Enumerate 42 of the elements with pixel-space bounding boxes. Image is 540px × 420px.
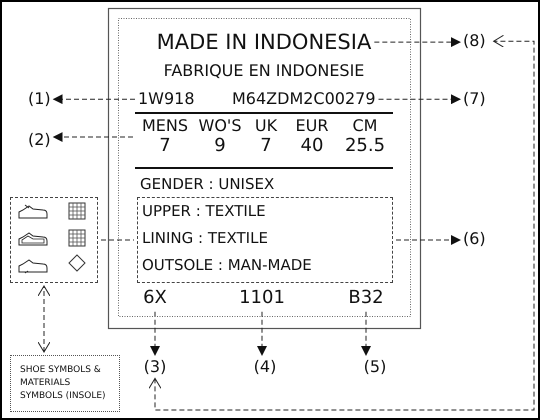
arrow	[148, 34, 534, 410]
symbols-box	[10, 197, 98, 283]
material-row-text: UPPER : TEXTILE	[141, 201, 267, 222]
arrow	[257, 311, 267, 356]
callout-number: (4)	[254, 358, 276, 376]
size-value: 7	[159, 136, 171, 158]
arrow	[361, 311, 371, 356]
callout-number: (6)	[463, 230, 486, 248]
callout-number: (2)	[28, 131, 51, 150]
code-text: 6X	[143, 288, 167, 309]
size-value: 7	[260, 136, 272, 158]
callout-number: (3)	[144, 358, 166, 376]
arrow	[374, 37, 461, 48]
callout-number: (5)	[364, 358, 386, 376]
code-text: B32	[348, 288, 384, 309]
size-value: 9	[214, 136, 226, 158]
note-box: SHOE SYMBOLS & MATERIALS SYMBOLS (INSOLE)	[10, 355, 120, 412]
column-header: EUR	[296, 117, 328, 136]
size-value: 25.5	[344, 136, 386, 158]
arrow	[378, 94, 461, 104]
size-value: 40	[300, 136, 324, 158]
article-code: 1W918	[138, 90, 195, 108]
column-header: WO'S	[198, 117, 242, 136]
column-header: MENS	[142, 117, 188, 136]
code-text: 1101	[239, 288, 285, 309]
column-header: CM	[352, 117, 378, 136]
subtitle-text: FABRIQUE EN INDONESIE	[164, 62, 364, 80]
arrow	[150, 311, 160, 356]
production-code: M64ZDM2C00279	[232, 90, 376, 108]
callout-number: (1)	[28, 90, 51, 108]
arrow	[52, 132, 134, 142]
materials-box	[137, 197, 393, 283]
callout-number: (8)	[463, 32, 486, 50]
callout-number: (7)	[463, 90, 486, 108]
material-row-text: OUTSOLE : MAN-MADE	[141, 255, 313, 276]
arrow	[38, 286, 50, 352]
arrow	[52, 94, 136, 104]
arrow	[396, 235, 461, 245]
gender-text: GENDER : UNISEX	[140, 176, 274, 194]
column-header: UK	[254, 117, 278, 136]
origin-text: MADE IN INDONESIA	[156, 30, 372, 54]
material-row-text: LINING : TEXTILE	[141, 228, 269, 249]
